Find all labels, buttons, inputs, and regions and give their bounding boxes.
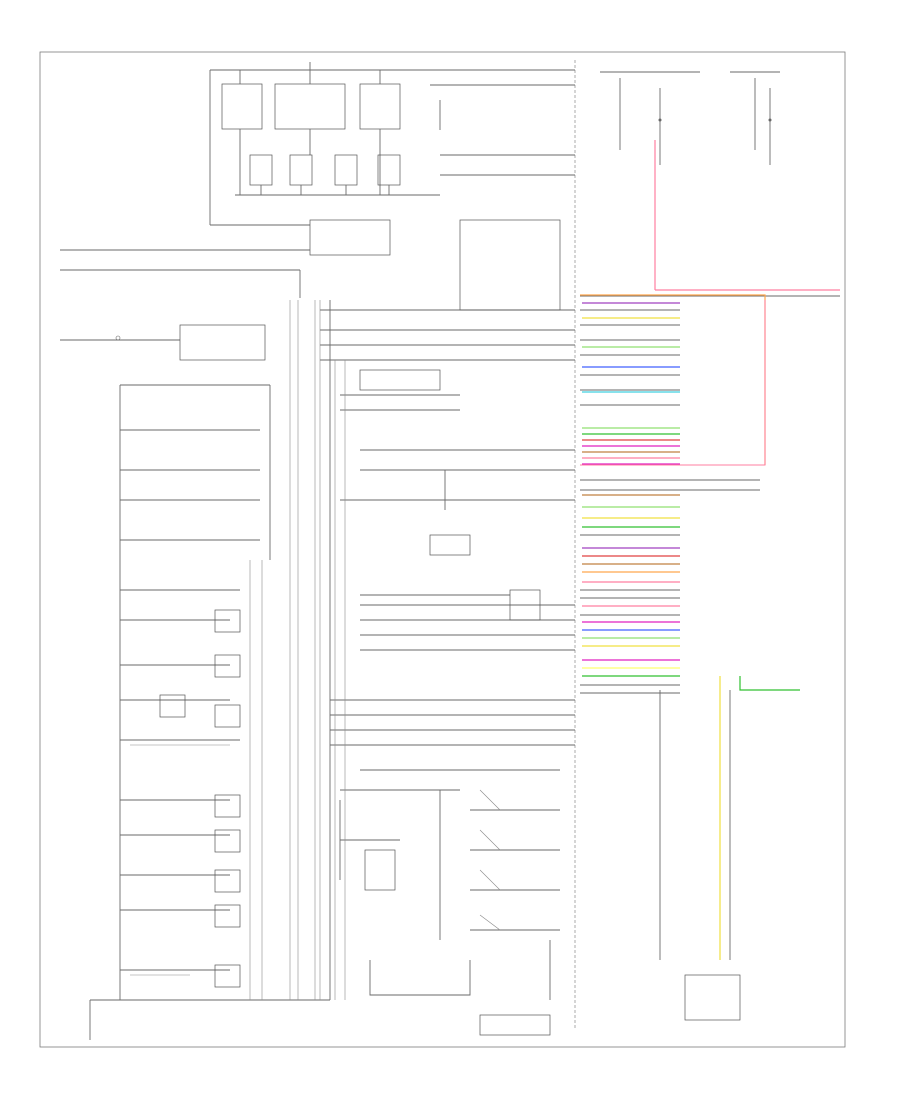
colored-wires [582, 302, 680, 677]
combination-meter [314, 69, 575, 1036]
left-ecu-column [60, 300, 331, 1040]
pink-wire-run [654, 140, 840, 291]
top-fuse-blocks [60, 62, 440, 298]
diagram-frame [39, 51, 846, 1048]
green-wire-branch [739, 676, 800, 691]
right-side-circuits [580, 71, 840, 1021]
pink-wire-loop [580, 300, 766, 466]
